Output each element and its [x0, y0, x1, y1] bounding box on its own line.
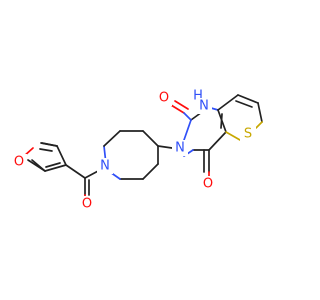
bond	[56, 145, 67, 166]
c4-oxygen-label: O	[203, 177, 213, 192]
bond	[225, 131, 241, 141]
bond	[235, 100, 253, 108]
bond	[170, 104, 185, 114]
nh-hydrogen-label: H	[193, 89, 203, 104]
thiophene-ring	[217, 94, 263, 141]
label-background	[196, 98, 212, 114]
label-background	[11, 154, 27, 170]
label-background	[200, 176, 216, 192]
label-background	[240, 126, 256, 142]
bond	[183, 119, 192, 141]
bond	[44, 164, 67, 172]
bond	[103, 130, 121, 147]
bond	[257, 102, 263, 123]
nh-nitrogen-label: N	[199, 99, 209, 114]
label-background	[79, 196, 95, 212]
bond	[65, 164, 86, 179]
bond	[183, 112, 192, 121]
thiophene-sulfur-label: S	[244, 127, 252, 142]
bond	[40, 142, 58, 147]
bond	[142, 130, 159, 147]
bond	[208, 131, 227, 151]
bond	[237, 94, 259, 104]
label-background	[156, 90, 172, 106]
molecule-structure-diagram: O O N N H N O O S	[11, 88, 263, 212]
piperidine-nitrogen-label: N	[100, 159, 110, 174]
bond	[45, 162, 61, 168]
carbonyl-oxygen-label: O	[82, 197, 92, 212]
c2-oxygen-label: O	[159, 91, 169, 106]
bond	[142, 163, 159, 180]
bond	[157, 145, 173, 149]
bond	[39, 148, 53, 152]
bond	[27, 159, 46, 172]
n3-nitrogen-label: N	[175, 141, 185, 156]
carbonyl-linker	[65, 164, 101, 198]
label-background	[172, 140, 188, 156]
label-background	[97, 158, 113, 174]
furan-oxygen-label: O	[14, 155, 24, 170]
molecule-canvas: O O N N H N O O S	[11, 88, 263, 212]
piperidine-to-pyrimidine	[157, 145, 173, 149]
bond	[255, 121, 263, 129]
bond	[217, 94, 239, 111]
atom-labels: O O N N H N O O S	[11, 88, 256, 212]
bond	[174, 100, 189, 110]
furan-ring	[22, 142, 67, 172]
bond	[220, 113, 223, 129]
